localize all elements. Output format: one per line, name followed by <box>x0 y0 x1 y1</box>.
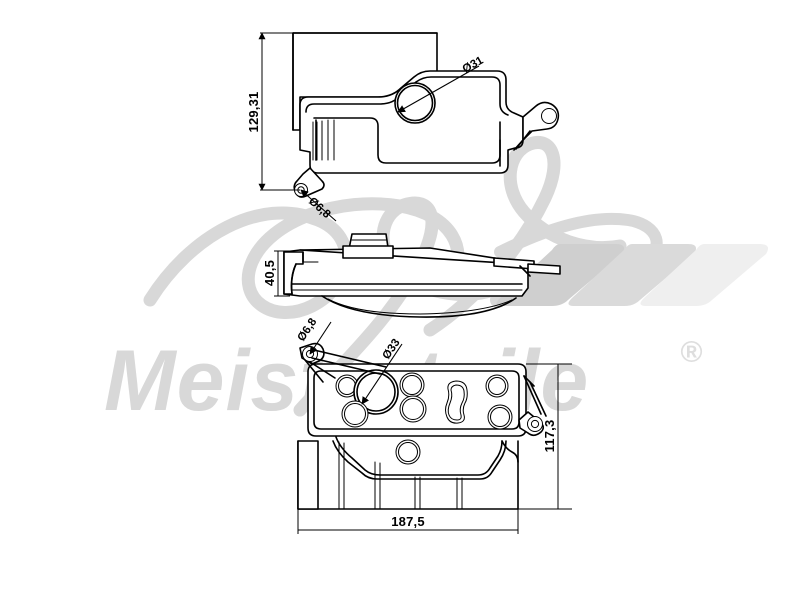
dimension-label-dia-31: Ø31 <box>461 54 486 75</box>
dimension-label-117-3: 117,3 <box>542 420 557 453</box>
dimension-label-dia-6-8-top: Ø6,8 <box>306 195 333 221</box>
top-view <box>292 32 560 198</box>
dimension-label-187-5: 187,5 <box>391 514 425 529</box>
dimension-dia-6-8-top: Ø6,8 <box>300 189 337 222</box>
dimension-117-3: 117,3 <box>518 363 572 510</box>
dimension-dia-6-8-bottom: Ø6,8 <box>296 316 332 355</box>
side-view <box>283 233 561 318</box>
dimension-40-5: 40,5 <box>262 250 290 297</box>
dimension-label-40-5: 40,5 <box>262 260 277 286</box>
dimension-187-5: 187,5 <box>297 509 519 534</box>
dimension-dia-31: Ø31 <box>397 54 486 113</box>
dimension-129-31: 129,31 <box>246 32 300 191</box>
bottom-view <box>297 342 547 510</box>
dimension-label-dia-6-8-bottom: Ø6,8 <box>296 316 320 344</box>
dimension-label-129-31: 129,31 <box>246 92 261 133</box>
dimension-label-dia-33: Ø33 <box>381 337 403 362</box>
dimension-dia-33: Ø33 <box>361 337 403 405</box>
